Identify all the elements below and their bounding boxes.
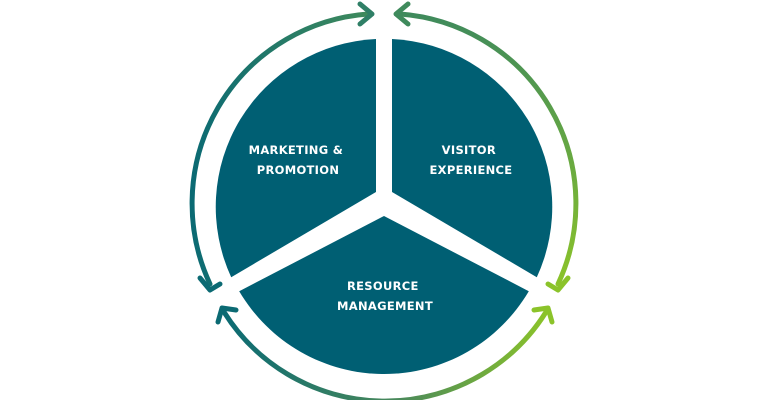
segment-marketing [215, 39, 376, 278]
marketing-label-line1: MARKETING & [249, 143, 344, 157]
arrowhead-left-bottom [197, 275, 223, 293]
svg-text:RESOURCE MANAGEMENT: RESOURCE MANAGEMENT [337, 279, 433, 313]
resource-label-line2: MANAGEMENT [337, 299, 433, 313]
arrowhead-top-left [357, 1, 375, 27]
svg-text:MARKETING & PROMOTION: MARKETING & PROMOTION [249, 143, 348, 177]
arrowhead-top-right [393, 1, 411, 27]
arrow-left-arc [189, 11, 371, 287]
arrowhead-bottom-right [531, 305, 555, 325]
arrowhead-bottom-left [215, 305, 239, 325]
svg-text:VISITOR EXPERIENCE: VISITOR EXPERIENCE [430, 143, 513, 177]
segment-visitor [392, 39, 553, 278]
labels: MARKETING & PROMOTION VISITOR EXPERIENCE… [249, 143, 513, 313]
segment-resource [239, 216, 529, 375]
pie [215, 39, 553, 375]
arrowhead-right-bottom [545, 275, 571, 293]
resource-label-line1: RESOURCE [347, 279, 419, 293]
visitor-label-line1: VISITOR [442, 143, 496, 157]
arrow-right-arc [397, 11, 579, 287]
cycle-arrows [189, 1, 579, 400]
arrow-bottom-arc [221, 309, 549, 400]
visitor-label-line2: EXPERIENCE [430, 163, 513, 177]
marketing-label-line2: PROMOTION [257, 163, 340, 177]
